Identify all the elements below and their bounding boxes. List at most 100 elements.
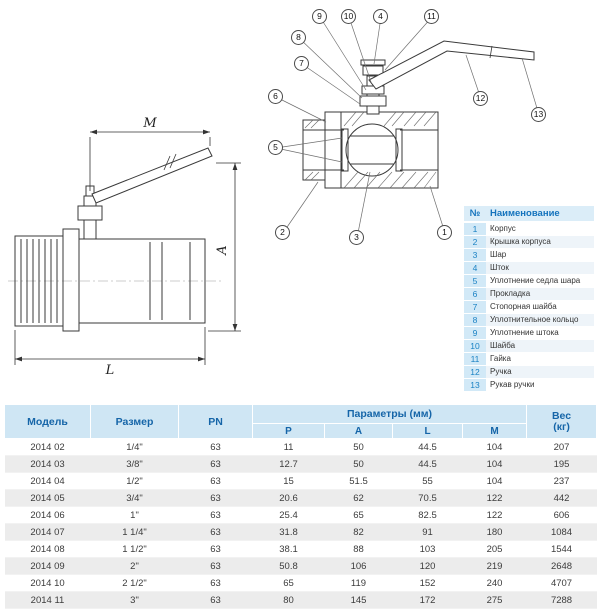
cell-pn: 63 [178, 506, 253, 524]
parts-row: 2 Крышка корпуса [464, 235, 594, 249]
part-number: 11 [464, 352, 486, 366]
parts-list-table: № Наименование 1 Корпус 2 Крышка корпуса… [464, 206, 594, 392]
spec-row: 2014 08 1 1/2" 63 38.1 88 103 205 1544 [4, 540, 597, 558]
dim-label-l: L [105, 363, 115, 378]
spec-row: 2014 03 3/8" 63 12.7 50 44.5 104 195 [4, 455, 597, 473]
cell-l: 70.5 [392, 489, 463, 507]
cell-p: 11 [252, 438, 325, 456]
parts-row: 11 Гайка [464, 352, 594, 366]
cell-model: 2014 05 [4, 489, 91, 507]
col-header-model: Модель [4, 404, 91, 439]
callout-1: 1 [437, 225, 452, 240]
cell-p: 65 [252, 574, 325, 592]
cell-weight: 1084 [526, 523, 597, 541]
parts-row: 5 Уплотнение седла шара [464, 274, 594, 288]
part-name: Стопорная шайба [486, 300, 594, 314]
callout-10: 10 [341, 9, 356, 24]
callout-2: 2 [275, 225, 290, 240]
cell-size: 1" [90, 506, 179, 524]
cell-size: 1 1/4" [90, 523, 179, 541]
cell-m: 275 [462, 591, 527, 609]
parts-row: 13 Рукав ручки [464, 378, 594, 392]
cell-weight: 7288 [526, 591, 597, 609]
cell-weight: 207 [526, 438, 597, 456]
callout-7: 7 [294, 56, 309, 71]
cell-weight: 4707 [526, 574, 597, 592]
callout-5: 5 [268, 140, 283, 155]
cell-size: 1 1/2" [90, 540, 179, 558]
spec-row: 2014 06 1" 63 25.4 65 82.5 122 606 [4, 506, 597, 524]
spec-row: 2014 05 3/4" 63 20.6 62 70.5 122 442 [4, 489, 597, 507]
cell-model: 2014 09 [4, 557, 91, 575]
part-name: Крышка корпуса [486, 235, 594, 249]
cell-model: 2014 08 [4, 540, 91, 558]
cell-m: 205 [462, 540, 527, 558]
cell-m: 104 [462, 472, 527, 490]
spec-row: 2014 04 1/2" 63 15 51.5 55 104 237 [4, 472, 597, 490]
cell-p: 31.8 [252, 523, 325, 541]
cell-a: 119 [324, 574, 393, 592]
cell-m: 122 [462, 489, 527, 507]
valve-technical-drawing: M A L [8, 16, 540, 378]
cell-l: 82.5 [392, 506, 463, 524]
cell-model: 2014 06 [4, 506, 91, 524]
cell-weight: 442 [526, 489, 597, 507]
cell-size: 1/4" [90, 438, 179, 456]
weight-label-line1: Вес [551, 409, 572, 422]
cell-a: 50 [324, 438, 393, 456]
col-header-m: M [461, 423, 528, 439]
cell-m: 240 [462, 574, 527, 592]
cell-p: 15 [252, 472, 325, 490]
cell-pn: 63 [178, 489, 253, 507]
cell-model: 2014 07 [4, 523, 91, 541]
parts-row: 4 Шток [464, 261, 594, 275]
spec-row: 2014 09 2" 63 50.8 106 120 219 2648 [4, 557, 597, 575]
cell-weight: 237 [526, 472, 597, 490]
dim-label-a: A [215, 245, 230, 255]
col-header-weight: Вес (кг) [526, 404, 598, 439]
part-name: Шайба [486, 339, 594, 353]
col-header-size: Размер [90, 404, 179, 439]
cell-weight: 195 [526, 455, 597, 473]
part-number: 3 [464, 248, 486, 262]
cell-p: 38.1 [252, 540, 325, 558]
part-name: Гайка [486, 352, 594, 366]
part-name: Корпус [486, 222, 594, 236]
spec-row: 2014 11 3" 63 80 145 172 275 7288 [4, 591, 597, 609]
cell-l: 91 [392, 523, 463, 541]
part-number: 13 [464, 378, 486, 392]
col-header-a: A [324, 423, 393, 439]
part-name: Прокладка [486, 287, 594, 301]
cell-size: 3/8" [90, 455, 179, 473]
part-name: Уплотнение седла шара [486, 274, 594, 288]
part-number: 1 [464, 222, 486, 236]
cell-model: 2014 10 [4, 574, 91, 592]
callout-11: 11 [424, 9, 439, 24]
leader-lines [275, 16, 540, 239]
cell-size: 1/2" [90, 472, 179, 490]
cell-a: 82 [324, 523, 393, 541]
cell-p: 80 [252, 591, 325, 609]
cell-pn: 63 [178, 438, 253, 456]
part-number: 9 [464, 326, 486, 340]
cell-m: 180 [462, 523, 527, 541]
parts-row: 3 Шар [464, 248, 594, 262]
cell-size: 3/4" [90, 489, 179, 507]
parts-header-row: № Наименование [464, 206, 594, 223]
cell-model: 2014 04 [4, 472, 91, 490]
callout-12: 12 [473, 91, 488, 106]
parts-row: 6 Прокладка [464, 287, 594, 301]
part-number: 5 [464, 274, 486, 288]
cell-model: 2014 02 [4, 438, 91, 456]
parts-row: 12 Ручка [464, 365, 594, 379]
cell-a: 88 [324, 540, 393, 558]
spec-header-row-1: Модель Размер PN Параметры (мм) Вес (кг) [4, 404, 598, 439]
cell-l: 172 [392, 591, 463, 609]
cell-l: 103 [392, 540, 463, 558]
cell-pn: 63 [178, 574, 253, 592]
cell-m: 104 [462, 455, 527, 473]
part-number: 12 [464, 365, 486, 379]
cell-size: 3" [90, 591, 179, 609]
cell-l: 44.5 [392, 455, 463, 473]
cell-pn: 63 [178, 523, 253, 541]
